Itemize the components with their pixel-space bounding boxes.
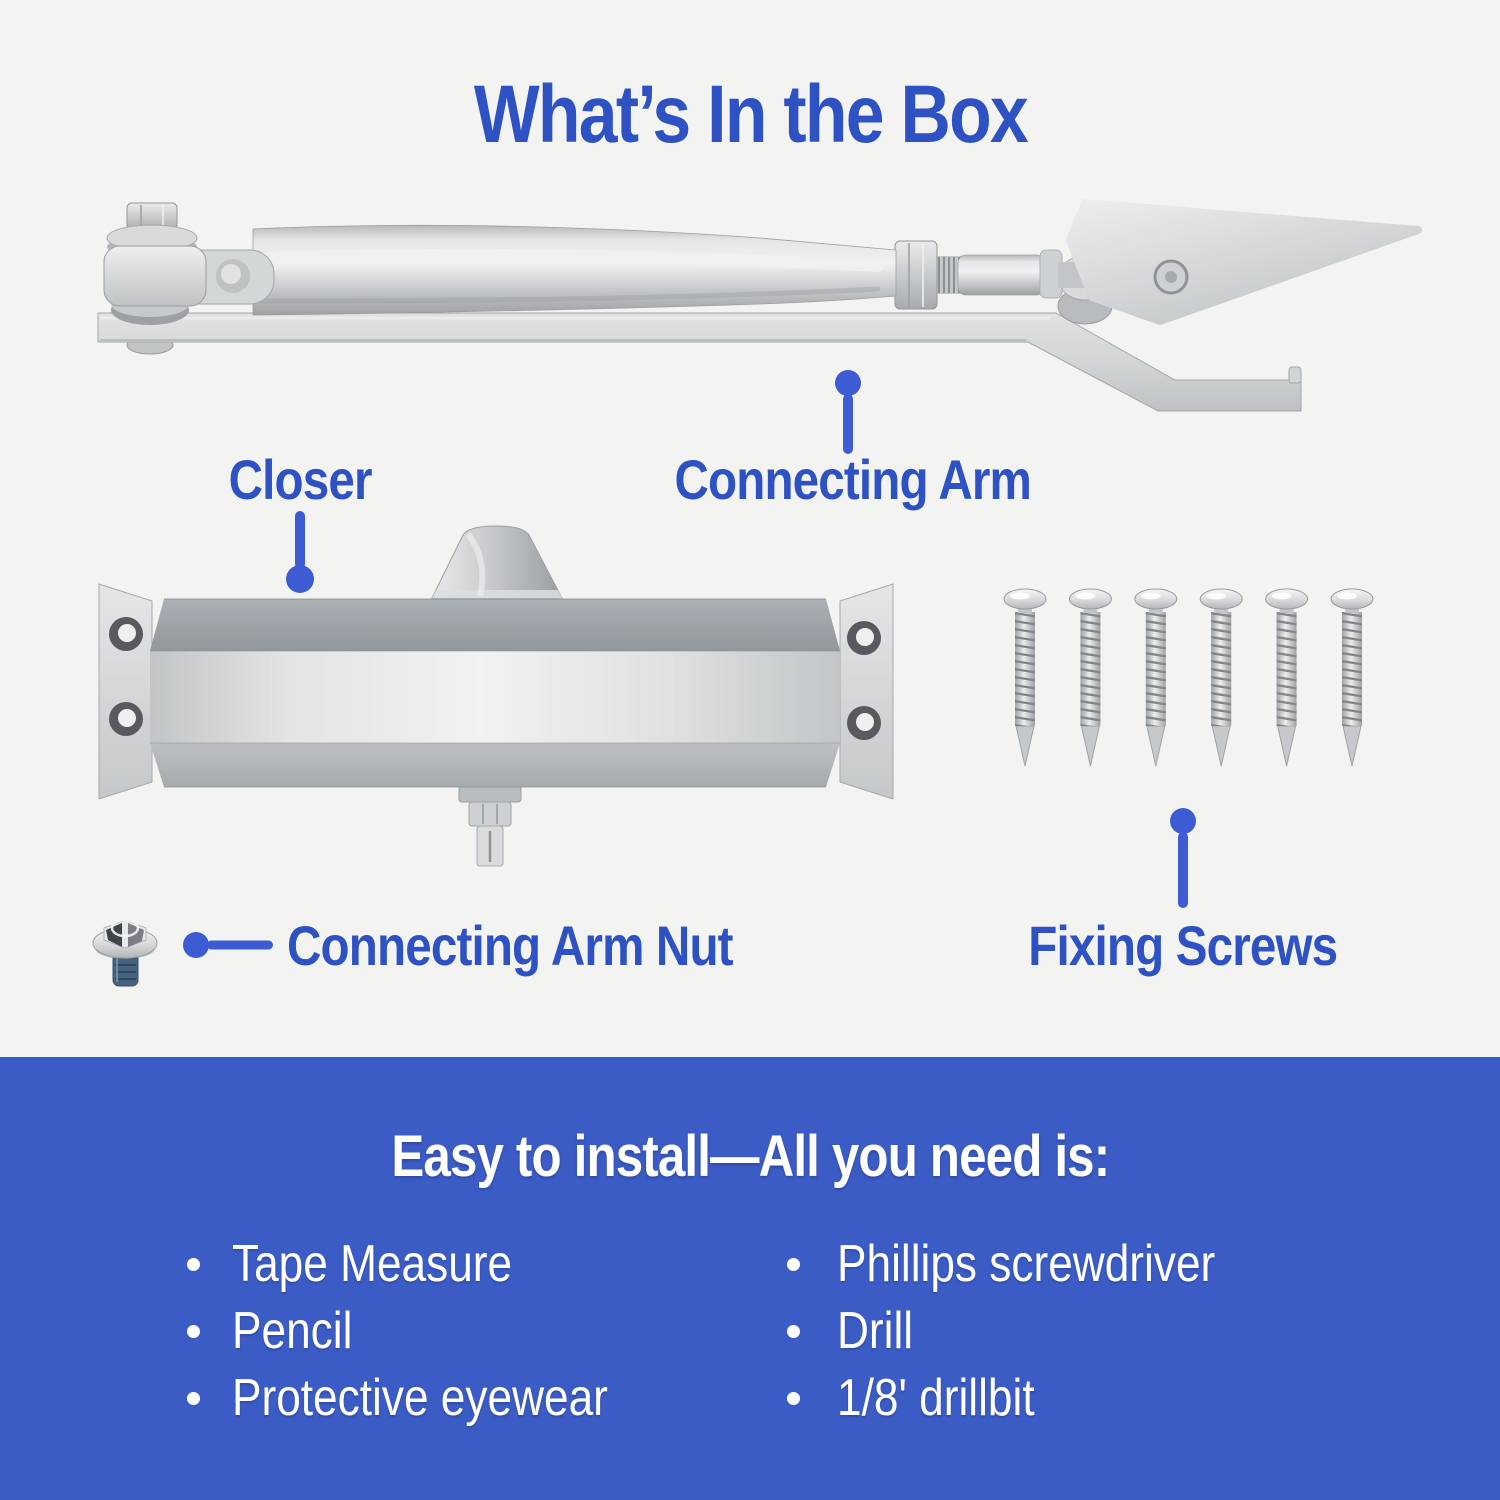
install-item: Drill <box>772 1298 1282 1365</box>
install-item-text: Tape Measure <box>232 1235 513 1293</box>
bullet-dot <box>187 1392 200 1405</box>
bullet-dot <box>787 1392 800 1405</box>
fixing-screws-group <box>1003 588 1374 767</box>
install-list-right: Phillips screwdriver Drill 1/8' drillbit <box>772 1231 1282 1432</box>
bullet-dot <box>787 1258 800 1271</box>
fixing-screw <box>1134 588 1178 767</box>
connecting-arm-nut-label: Connecting Arm Nut <box>287 918 811 974</box>
bullet-dot <box>187 1325 200 1338</box>
install-item: Pencil <box>170 1298 674 1365</box>
install-heading: Easy to install—All you need is: <box>0 1124 1500 1189</box>
closer-label: Closer <box>150 452 450 508</box>
connecting-arm-label: Connecting Arm <box>600 452 1105 508</box>
install-item-text: Pencil <box>232 1302 353 1360</box>
install-item-text: 1/8' drillbit <box>837 1369 1035 1427</box>
install-heading-text: Easy to install—All you need is: <box>391 1124 1110 1189</box>
connecting-arm-callout-pin <box>835 370 861 454</box>
fixing-screw <box>1003 588 1047 767</box>
install-item-text: Phillips screwdriver <box>837 1235 1216 1293</box>
closer-label-text: Closer <box>228 448 372 511</box>
connecting-arm-nut-label-text: Connecting Arm Nut <box>287 914 734 977</box>
fixing-screws-label: Fixing Screws <box>933 918 1433 974</box>
page-title: What’s In the Box <box>0 74 1500 156</box>
install-item: 1/8' drillbit <box>772 1365 1282 1432</box>
install-item: Protective eyewear <box>170 1365 674 1432</box>
install-item-text: Drill <box>837 1302 914 1360</box>
fixing-screws-label-text: Fixing Screws <box>1028 914 1338 977</box>
closer-body-photo <box>98 525 894 867</box>
fixing-screw <box>1068 588 1112 767</box>
connecting-arm-nut-photo <box>92 918 158 987</box>
fixing-screw <box>1199 588 1243 767</box>
bullet-dot <box>787 1325 800 1338</box>
connecting-arm-photo <box>97 199 1422 412</box>
fixing-screw <box>1330 588 1374 767</box>
fixing-screw <box>1265 588 1309 767</box>
install-item: Phillips screwdriver <box>772 1231 1282 1298</box>
connecting-arm-label-text: Connecting Arm <box>674 448 1031 511</box>
install-info-band: Easy to install—All you need is: Tape Me… <box>0 1057 1500 1500</box>
fixing-screws-callout-pin <box>1170 808 1196 908</box>
closer-callout-pin <box>286 511 314 593</box>
install-item: Tape Measure <box>170 1231 674 1298</box>
page-title-text: What’s In the Box <box>473 69 1028 160</box>
bullet-dot <box>187 1258 200 1271</box>
connecting-arm-nut-callout-pin <box>183 932 273 958</box>
install-list-left: Tape Measure Pencil Protective eyewear <box>170 1231 674 1432</box>
install-item-text: Protective eyewear <box>232 1369 608 1427</box>
